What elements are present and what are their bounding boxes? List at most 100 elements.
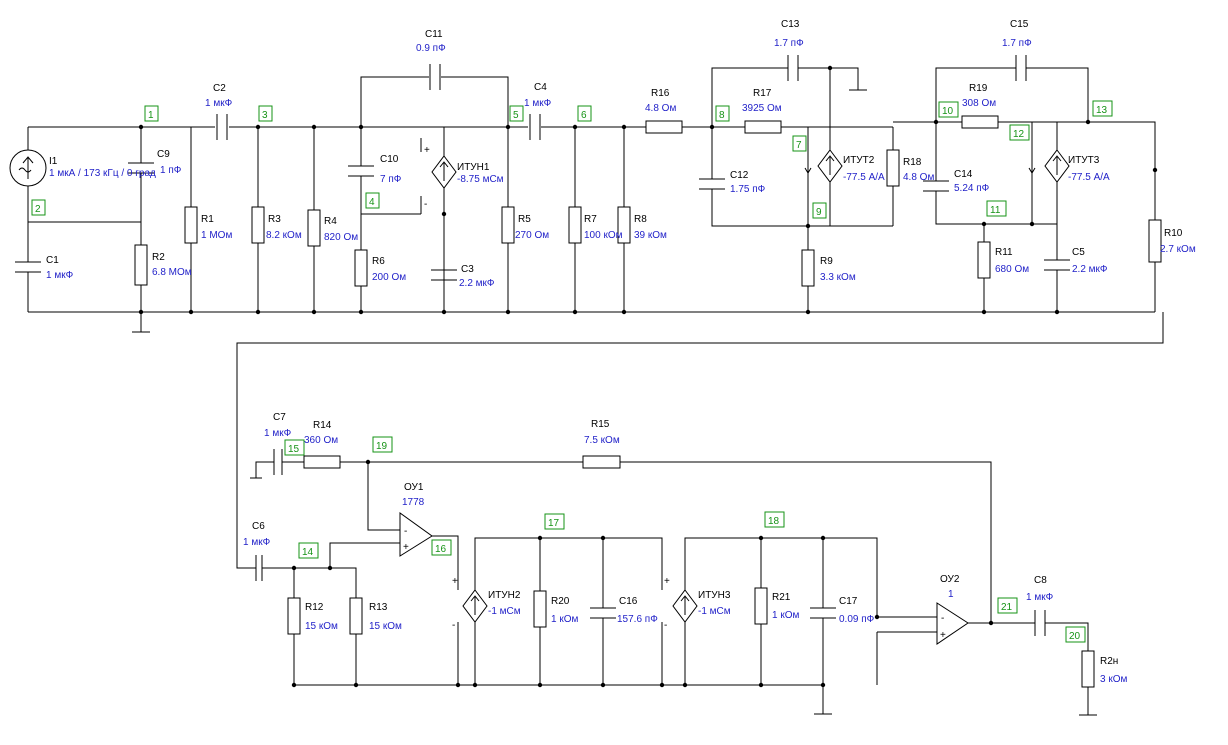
- svg-text:-: -: [941, 613, 944, 624]
- label-r7-name: R7: [584, 214, 597, 225]
- label-r16-name: R16: [651, 88, 670, 99]
- label-itun2-name: ИТУН2: [488, 590, 521, 601]
- svg-text:6: 6: [581, 110, 587, 121]
- resistor-r6-icon: [354, 249, 368, 287]
- resistor-r4-icon: [307, 209, 321, 247]
- label-r4-name: R4: [324, 216, 337, 227]
- label-c4-value: 1 мкФ: [524, 98, 552, 109]
- label-r1-value: 1 МОм: [201, 230, 232, 241]
- svg-text:4: 4: [369, 197, 375, 208]
- label-c6-name: C6: [252, 521, 265, 532]
- capacitor-c13-icon: [787, 55, 799, 81]
- label-c2-value: 1 мкФ: [205, 98, 233, 109]
- label-itut2-name: ИТУТ2: [843, 155, 875, 166]
- node-label: 6: [577, 105, 592, 122]
- opamp-ou2-icon: - +: [936, 602, 969, 645]
- capacitor-c1-icon: [15, 261, 41, 273]
- component-labels: I1 1 мкА / 173 кГц / 0 град C9 1 пФ C1 1…: [46, 19, 1196, 685]
- capacitor-c12-icon: [699, 178, 725, 190]
- label-ou1-value: 1778: [402, 497, 425, 508]
- opamp-ou1-icon: - +: [399, 512, 433, 557]
- svg-text:-: -: [452, 620, 455, 631]
- label-r7-value: 100 кОм: [584, 230, 623, 241]
- label-ou2-value: 1: [948, 589, 954, 600]
- resistor-r19-icon: [961, 115, 999, 129]
- label-c11-name: C11: [425, 29, 443, 40]
- node-label: 3: [258, 105, 273, 122]
- label-r20-value: 1 кОм: [551, 614, 578, 625]
- label-itun1-name: ИТУН1: [457, 162, 490, 173]
- svg-text:8: 8: [719, 110, 725, 121]
- label-r18-name: R18: [903, 157, 922, 168]
- label-c9-name: C9: [157, 149, 170, 160]
- label-ou2-name: ОУ2: [940, 574, 960, 585]
- node-label: 4: [365, 192, 380, 209]
- label-c16-value: 157.6 пФ: [617, 614, 658, 625]
- svg-text:13: 13: [1096, 105, 1108, 116]
- label-r5-value: 270 Ом: [515, 230, 549, 241]
- label-c17-name: C17: [839, 596, 858, 607]
- label-itun3-name: ИТУН3: [698, 590, 731, 601]
- label-r3-value: 8.2 кОм: [266, 230, 302, 241]
- node-label: 16: [431, 539, 452, 556]
- label-r3-name: R3: [268, 214, 281, 225]
- node-label: 11: [986, 200, 1007, 217]
- label-c2-name: C2: [213, 83, 226, 94]
- label-r6-value: 200 Ом: [372, 272, 406, 283]
- label-c6-value: 1 мкФ: [243, 537, 271, 548]
- label-r15-value: 7.5 кОм: [584, 435, 620, 446]
- label-r14-name: R14: [313, 420, 332, 431]
- label-r16-value: 4.8 Ом: [645, 103, 676, 114]
- label-r5-name: R5: [518, 214, 531, 225]
- svg-text:16: 16: [435, 544, 447, 555]
- label-c16-name: C16: [619, 596, 638, 607]
- resistor-r17-icon: [744, 120, 782, 134]
- component-symbols: - + - +: [9, 55, 1162, 716]
- label-c13-name: C13: [781, 19, 800, 30]
- label-c4-name: C4: [534, 82, 547, 93]
- label-r21-value: 1 кОм: [772, 610, 799, 621]
- node-label: 8: [715, 105, 730, 122]
- svg-text:5: 5: [513, 110, 519, 121]
- capacitor-c8-icon: [1034, 610, 1046, 636]
- node-label: 5: [509, 105, 524, 122]
- svg-text:+: +: [452, 576, 458, 587]
- label-r17-name: R17: [753, 88, 772, 99]
- svg-text:+: +: [424, 145, 430, 156]
- resistor-r20-icon: [533, 590, 547, 628]
- svg-text:21: 21: [1001, 602, 1013, 613]
- label-r2n-name: R2н: [1100, 656, 1118, 667]
- node-labels: 1 2 3 4 5 6 7 8 9 10 11 12 13 14 15 16 1…: [31, 100, 1113, 643]
- controlled-source-itun1-icon: [420, 138, 457, 214]
- resistor-r7-icon: [568, 206, 582, 244]
- label-c15-name: C15: [1010, 19, 1029, 30]
- label-c1-value: 1 мкФ: [46, 270, 74, 281]
- label-itun3-value: -1 мСм: [698, 606, 731, 617]
- label-r1-name: R1: [201, 214, 214, 225]
- current-source-i1-icon: [9, 149, 47, 187]
- label-ou1-name: ОУ1: [404, 482, 424, 493]
- node-label: 10: [938, 101, 959, 118]
- label-r2n-value: 3 кОм: [1100, 674, 1127, 685]
- node-label: 7: [792, 135, 807, 152]
- capacitor-c3-icon: [431, 269, 457, 281]
- capacitor-c14-icon: [923, 180, 949, 192]
- label-c8-value: 1 мкФ: [1026, 592, 1054, 603]
- label-itut3-value: -77.5 А/А: [1068, 172, 1110, 183]
- label-r2-value: 6.8 МОм: [152, 267, 192, 278]
- node-label: 12: [1009, 124, 1030, 141]
- label-r11-name: R11: [995, 247, 1013, 258]
- junction-dots: [138, 65, 1158, 688]
- polarity-marks: + - + - + -: [424, 145, 670, 631]
- svg-text:-: -: [664, 620, 667, 631]
- label-r13-name: R13: [369, 602, 388, 613]
- node-label: 13: [1092, 100, 1113, 117]
- label-c12-name: C12: [730, 170, 749, 181]
- label-c3-name: C3: [461, 264, 474, 275]
- label-c15-value: 1.7 пФ: [1002, 38, 1032, 49]
- label-c7-name: C7: [273, 412, 286, 423]
- svg-text:+: +: [403, 542, 409, 553]
- label-r13-value: 15 кОм: [369, 621, 402, 632]
- wires: [27, 67, 1164, 716]
